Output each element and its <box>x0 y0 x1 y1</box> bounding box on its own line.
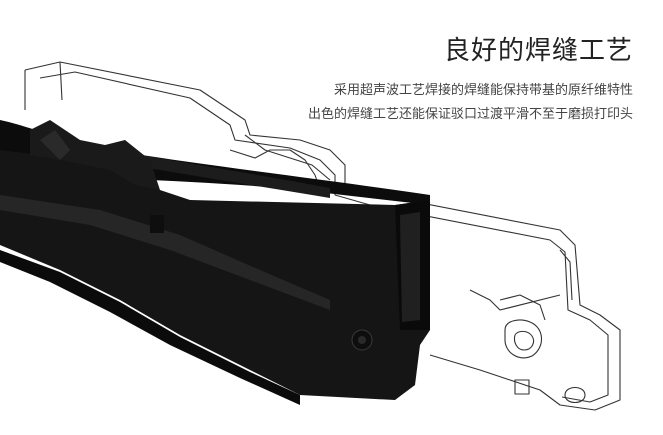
caption-block: 良好的焊缝工艺 采用超声波工艺焊接的焊缝能保持带基的原纤维特性 出色的焊缝工艺还… <box>308 30 633 127</box>
ink-ribbon <box>0 120 430 205</box>
ribbon-cartridge-photo <box>0 120 430 405</box>
description-line: 采用超声波工艺焊接的焊缝能保持带基的原纤维特性 <box>333 83 633 98</box>
headline: 良好的焊缝工艺 <box>443 36 633 66</box>
description-line: 出色的焊缝工艺还能保证驳口过渡平滑不至于磨损打印头 <box>307 107 633 122</box>
